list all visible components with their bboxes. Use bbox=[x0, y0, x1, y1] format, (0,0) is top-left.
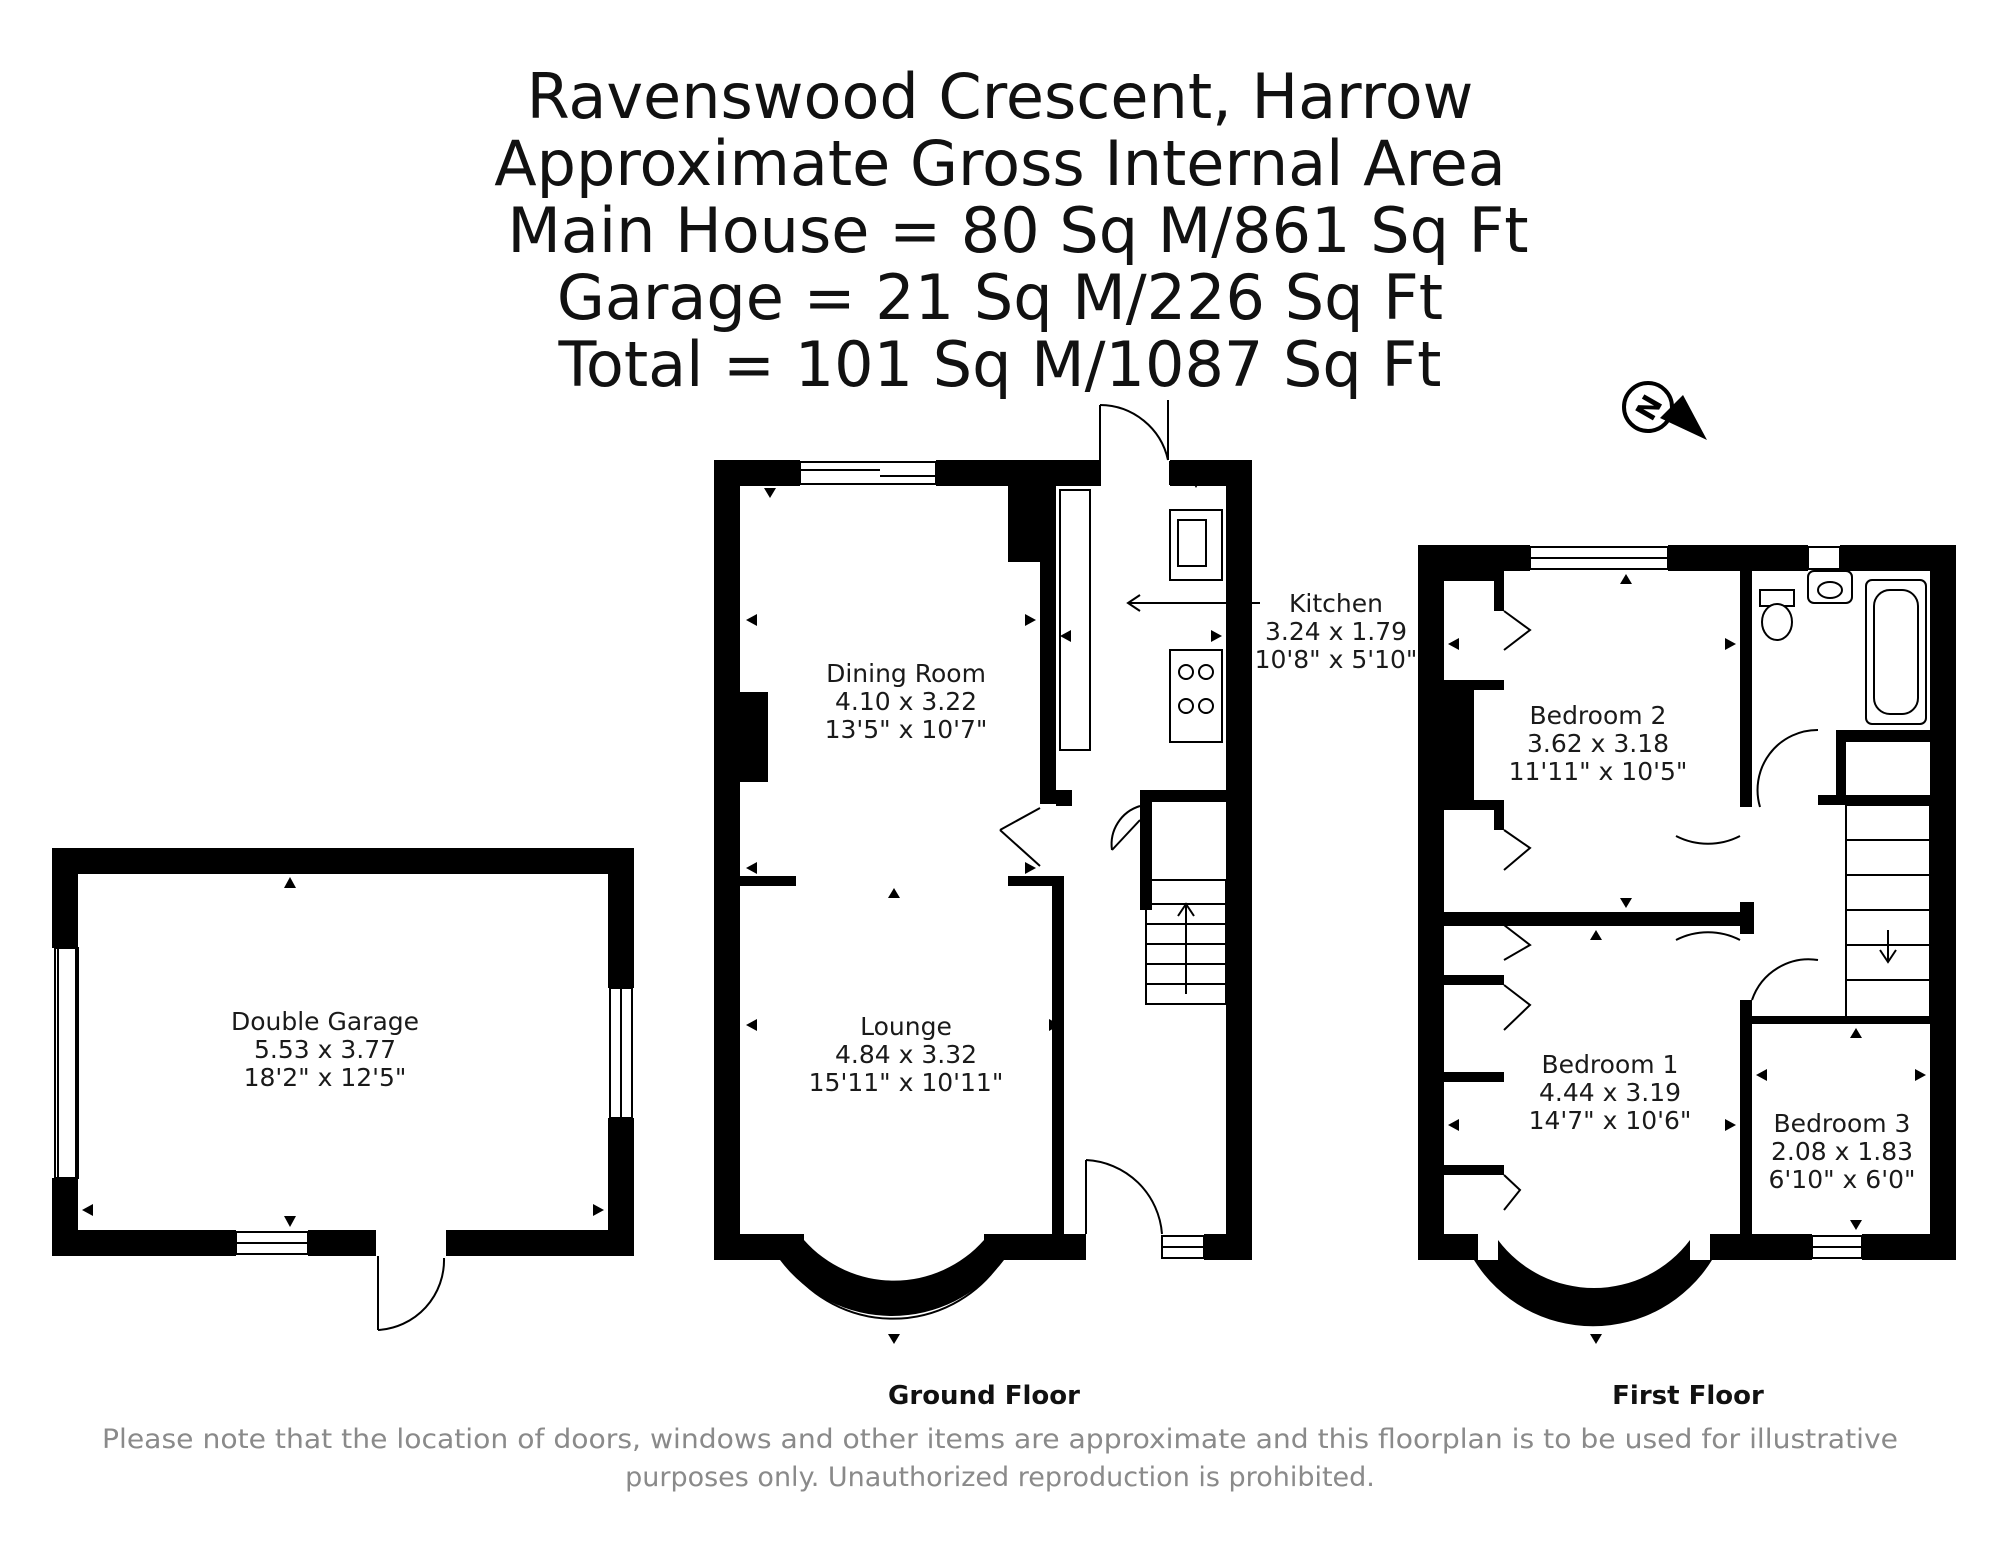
title-main-house: Main House = 80 Sq M/861 Sq Ft bbox=[507, 194, 1528, 267]
room-bedroom2-imperial: 11'11" x 10'5" bbox=[1509, 757, 1688, 786]
room-bedroom2-metric: 3.62 x 3.18 bbox=[1527, 729, 1669, 758]
room-lounge-name: Lounge bbox=[860, 1012, 952, 1041]
title-garage: Garage = 21 Sq M/226 Sq Ft bbox=[557, 261, 1443, 334]
room-bedroom3-name: Bedroom 3 bbox=[1774, 1109, 1911, 1138]
disclaimer-line-1: Please note that the location of doors, … bbox=[102, 1424, 1898, 1455]
room-dining: Dining Room 4.10 x 3.22 13'5" x 10'7" bbox=[825, 659, 988, 744]
room-kitchen-metric: 3.24 x 1.79 bbox=[1265, 617, 1407, 646]
room-bedroom3-imperial: 6'10" x 6'0" bbox=[1769, 1165, 1916, 1194]
disclaimer-line-2: purposes only. Unauthorized reproduction… bbox=[625, 1462, 1375, 1493]
room-dining-name: Dining Room bbox=[826, 659, 986, 688]
title-address: Ravenswood Crescent, Harrow bbox=[527, 60, 1474, 133]
room-kitchen-imperial: 10'8" x 5'10" bbox=[1255, 645, 1418, 674]
room-garage-metric: 5.53 x 3.77 bbox=[254, 1035, 396, 1064]
title-area-caption: Approximate Gross Internal Area bbox=[494, 127, 1506, 200]
room-lounge-imperial: 15'11" x 10'11" bbox=[809, 1068, 1004, 1097]
room-bedroom2-name: Bedroom 2 bbox=[1530, 701, 1667, 730]
ground-floor-label: Ground Floor bbox=[888, 1381, 1080, 1411]
disclaimer: Please note that the location of doors, … bbox=[102, 1424, 1898, 1493]
compass-letter: N bbox=[1629, 389, 1669, 426]
room-bedroom1-metric: 4.44 x 3.19 bbox=[1539, 1078, 1681, 1107]
room-bedroom1-imperial: 14'7" x 10'6" bbox=[1529, 1106, 1692, 1135]
ground-floor-plan bbox=[714, 400, 1260, 1344]
room-bedroom3-metric: 2.08 x 1.83 bbox=[1771, 1137, 1913, 1166]
room-garage-name: Double Garage bbox=[231, 1007, 419, 1036]
room-bedroom3: Bedroom 3 2.08 x 1.83 6'10" x 6'0" bbox=[1769, 1109, 1916, 1194]
garage-plan bbox=[52, 848, 634, 1331]
north-arrow-icon: N bbox=[1622, 381, 1707, 440]
room-bedroom1: Bedroom 1 4.44 x 3.19 14'7" x 10'6" bbox=[1529, 1050, 1692, 1135]
room-lounge: Lounge 4.84 x 3.32 15'11" x 10'11" bbox=[809, 1012, 1004, 1097]
header: Ravenswood Crescent, Harrow Approximate … bbox=[494, 60, 1528, 401]
room-lounge-metric: 4.84 x 3.32 bbox=[835, 1040, 977, 1069]
room-bedroom2: Bedroom 2 3.62 x 3.18 11'11" x 10'5" bbox=[1509, 701, 1688, 786]
room-bedroom1-name: Bedroom 1 bbox=[1542, 1050, 1679, 1079]
title-total: Total = 101 Sq M/1087 Sq Ft bbox=[558, 328, 1442, 401]
room-dining-imperial: 13'5" x 10'7" bbox=[825, 715, 988, 744]
room-garage-imperial: 18'2" x 12'5" bbox=[244, 1063, 407, 1092]
room-dining-metric: 4.10 x 3.22 bbox=[835, 687, 977, 716]
room-kitchen-name: Kitchen bbox=[1289, 589, 1383, 618]
room-kitchen: Kitchen 3.24 x 1.79 10'8" x 5'10" bbox=[1255, 589, 1418, 674]
first-floor-label: First Floor bbox=[1612, 1381, 1764, 1411]
room-garage: Double Garage 5.53 x 3.77 18'2" x 12'5" bbox=[231, 1007, 419, 1092]
first-floor-plan bbox=[1418, 545, 1956, 1344]
